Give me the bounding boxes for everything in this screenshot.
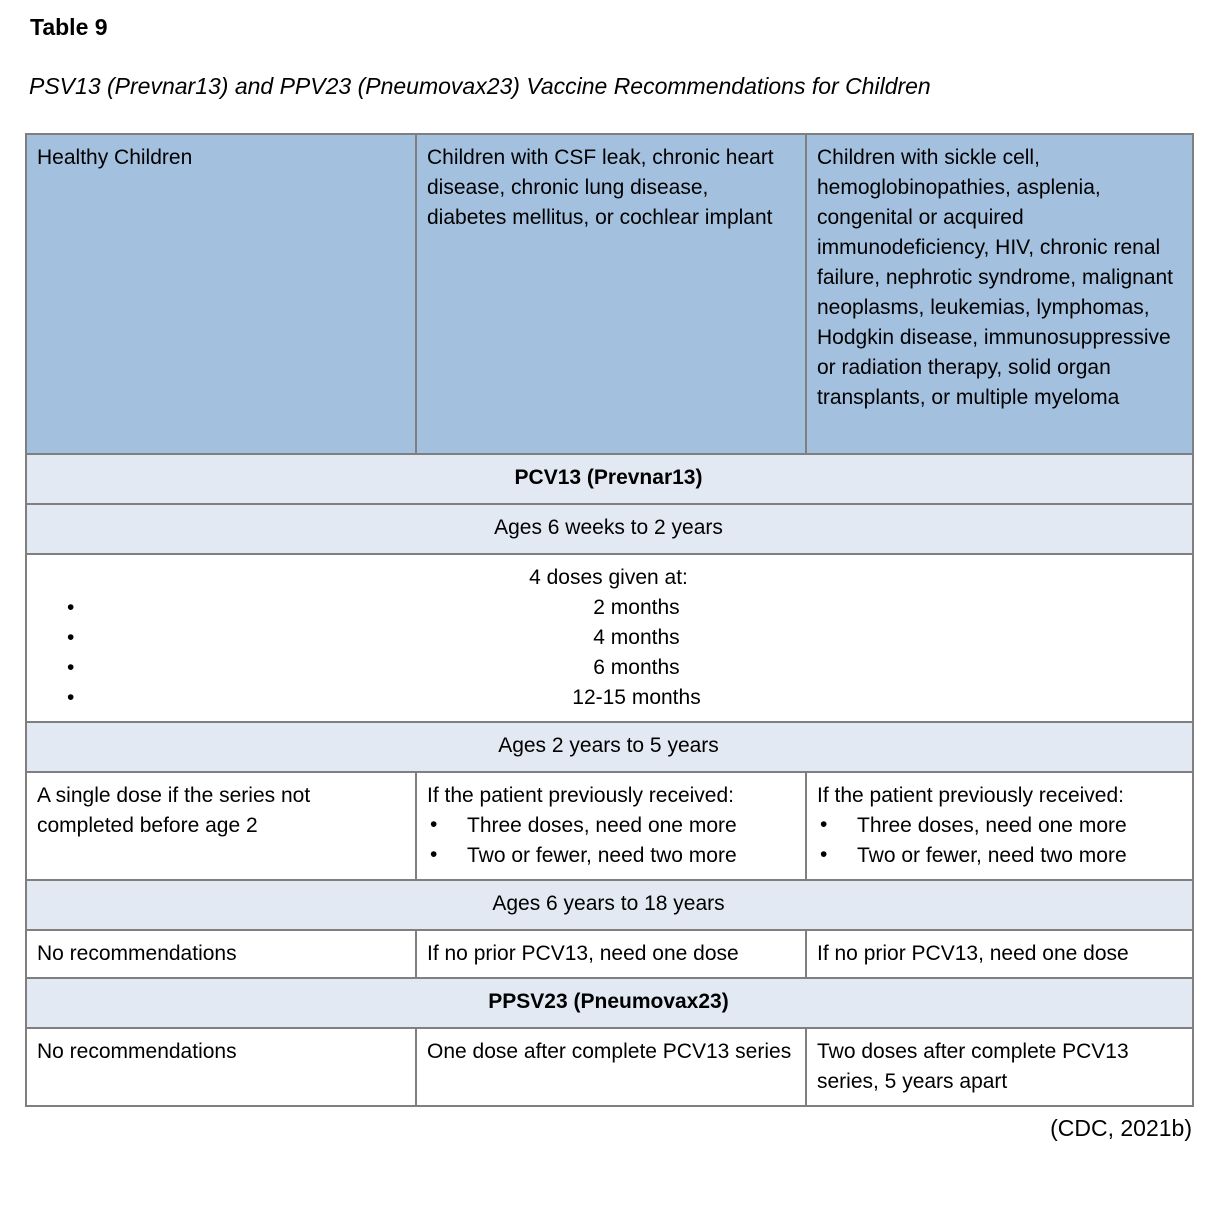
list-item-text: Three doses, need one more xyxy=(467,814,737,837)
previously-received-intro: If the patient previously received: xyxy=(427,784,735,807)
list-item-text: Three doses, need one more xyxy=(857,814,1127,837)
age-2y-5y-healthy-cell: A single dose if the series not complete… xyxy=(25,771,417,881)
bullet-icon: • xyxy=(820,813,828,836)
age-band-6y-18y-row: Ages 6 years to 18 years xyxy=(25,879,1194,931)
list-item-text: Two or fewer, need two more xyxy=(857,844,1127,867)
bullet-icon: • xyxy=(430,843,438,866)
vaccine-recommendations-table: Healthy Children Children with CSF leak,… xyxy=(25,133,1194,1107)
age-band-2y-5y-row: Ages 2 years to 5 years xyxy=(25,721,1194,773)
dose-line: • 12-15 months xyxy=(37,683,1180,713)
ppsv23-content-row: No recommendations One dose after comple… xyxy=(25,1027,1194,1107)
ppsv23-healthy-cell: No recommendations xyxy=(25,1027,417,1107)
age-6y-18y-healthy-cell: No recommendations xyxy=(25,929,417,979)
dose-schedule-row: 4 doses given at: • 2 months • 4 months … xyxy=(25,553,1194,723)
age-band-6y-18y-label: Ages 6 years to 18 years xyxy=(25,879,1194,931)
dose-line: • 2 months xyxy=(37,593,1180,623)
previously-received-intro: If the patient previously received: xyxy=(817,784,1125,807)
list-item: • Two or fewer, need two more xyxy=(817,841,1180,871)
age-6y-18y-content-row: No recommendations If no prior PCV13, ne… xyxy=(25,929,1194,979)
pcv13-section-row: PCV13 (Prevnar13) xyxy=(25,453,1194,505)
table-caption: PSV13 (Prevnar13) and PPV23 (Pneumovax23… xyxy=(29,73,931,99)
list-item: • Three doses, need one more xyxy=(427,811,793,841)
dose-text: 2 months xyxy=(593,596,680,619)
bullet-icon: • xyxy=(67,656,75,679)
pcv13-section-title: PCV13 (Prevnar13) xyxy=(25,453,1194,505)
age-6y-18y-chronic-cell: If no prior PCV13, need one dose xyxy=(415,929,807,979)
age-2y-5y-content-row: A single dose if the series not complete… xyxy=(25,771,1194,881)
age-6y-18y-immunocompromised-cell: If no prior PCV13, need one dose xyxy=(805,929,1194,979)
citation: (CDC, 2021b) xyxy=(1050,1115,1192,1141)
age-2y-5y-immunocompromised-cell: If the patient previously received: • Th… xyxy=(805,771,1194,881)
dose-text: 12-15 months xyxy=(572,686,701,709)
column-header-row: Healthy Children Children with CSF leak,… xyxy=(25,133,1194,455)
header-cell-chronic-condition-children: Children with CSF leak, chronic heart di… xyxy=(415,133,807,455)
dose-line: • 6 months xyxy=(37,653,1180,683)
age-band-6wk-2y-row: Ages 6 weeks to 2 years xyxy=(25,503,1194,555)
age-2y-5y-chronic-cell: If the patient previously received: • Th… xyxy=(415,771,807,881)
age-band-2y-5y-label: Ages 2 years to 5 years xyxy=(25,721,1194,773)
ppsv23-chronic-cell: One dose after complete PCV13 series xyxy=(415,1027,807,1107)
bullet-icon: • xyxy=(67,596,75,619)
dose-line: • 4 months xyxy=(37,623,1180,653)
age-band-6wk-2y-label: Ages 6 weeks to 2 years xyxy=(25,503,1194,555)
ppsv23-section-title: PPSV23 (Pneumovax23) xyxy=(25,977,1194,1029)
dose-schedule-cell: 4 doses given at: • 2 months • 4 months … xyxy=(25,553,1194,723)
ppsv23-section-row: PPSV23 (Pneumovax23) xyxy=(25,977,1194,1029)
bullet-icon: • xyxy=(67,626,75,649)
list-item: • Three doses, need one more xyxy=(817,811,1180,841)
bullet-icon: • xyxy=(67,686,75,709)
bullet-icon: • xyxy=(820,843,828,866)
ppsv23-immunocompromised-cell: Two doses after complete PCV13 series, 5… xyxy=(805,1027,1194,1107)
header-cell-immunocompromised-children: Children with sickle cell, hemoglobinopa… xyxy=(805,133,1194,455)
bullet-icon: • xyxy=(430,813,438,836)
table-number-label: Table 9 xyxy=(30,14,108,40)
dose-schedule-intro: 4 doses given at: xyxy=(529,566,688,589)
header-cell-healthy-children: Healthy Children xyxy=(25,133,417,455)
list-item-text: Two or fewer, need two more xyxy=(467,844,737,867)
dose-text: 6 months xyxy=(593,656,680,679)
dose-text: 4 months xyxy=(593,626,680,649)
list-item: • Two or fewer, need two more xyxy=(427,841,793,871)
